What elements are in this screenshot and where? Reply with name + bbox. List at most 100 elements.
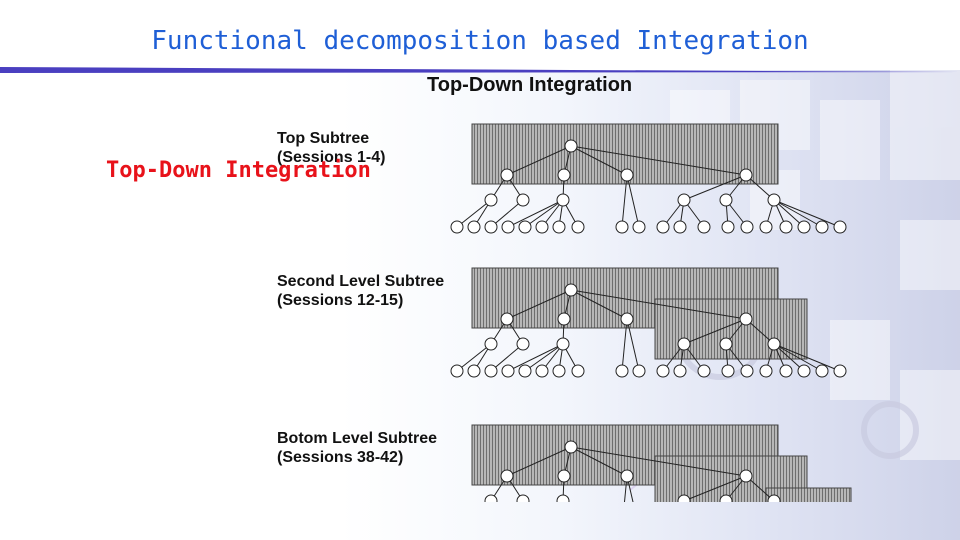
tree-node <box>535 364 549 378</box>
tree-node <box>518 364 532 378</box>
tree-node <box>557 312 571 326</box>
tree-node <box>500 168 514 182</box>
tree-node <box>572 522 584 534</box>
overlay-heading: Top-Down Integration <box>106 158 371 183</box>
tree-node <box>797 220 811 234</box>
tree-node <box>780 522 792 534</box>
tree-node <box>620 168 634 182</box>
tree-node <box>516 494 530 502</box>
tree-node <box>833 220 847 234</box>
panel-1-label-line2: (Sessions 1-4) <box>277 149 386 166</box>
panel-2-tree <box>450 267 847 378</box>
edge <box>683 500 685 502</box>
panel-3-label-line2: (Sessions 38-42) <box>277 449 404 466</box>
edge <box>507 199 564 228</box>
edge <box>683 174 747 201</box>
tree-node <box>556 193 570 207</box>
highlight-box <box>654 298 808 360</box>
edge <box>570 145 628 176</box>
tree-node <box>553 522 565 534</box>
tree-node <box>657 522 669 534</box>
edge <box>524 199 564 228</box>
tree-node <box>632 220 646 234</box>
tree-node <box>767 193 781 207</box>
tree-node <box>516 337 530 351</box>
panel-3-label-line1: Botom Level Subtree <box>277 430 438 447</box>
edge <box>773 500 776 502</box>
tree-node <box>697 220 711 234</box>
tree-node <box>760 522 772 534</box>
panel-1-label-line1: Top Subtree <box>277 130 370 147</box>
tree-node <box>615 220 629 234</box>
tree-node <box>484 193 498 207</box>
tree-node <box>721 220 735 234</box>
tree-node <box>500 312 514 326</box>
edge <box>570 289 747 320</box>
tree-node <box>767 494 781 502</box>
tree-node <box>484 337 498 351</box>
tree-node <box>484 494 498 502</box>
tree-node <box>815 364 829 378</box>
tree-node <box>673 364 687 378</box>
edge <box>488 500 492 502</box>
edge <box>725 500 727 502</box>
tree-node <box>798 522 810 534</box>
edge <box>626 318 640 372</box>
tree-node <box>740 220 754 234</box>
edge <box>570 446 628 477</box>
tree-node <box>677 193 691 207</box>
figure-title: Top-Down Integration <box>427 74 633 96</box>
edge <box>626 475 634 502</box>
tree-node <box>833 364 847 378</box>
edge <box>489 500 492 502</box>
tree-node <box>564 139 578 153</box>
tree-node <box>556 337 570 351</box>
tree-node <box>557 168 571 182</box>
tree-node <box>502 522 514 534</box>
edge <box>562 500 565 502</box>
edge <box>562 500 564 502</box>
tree-node <box>779 364 793 378</box>
tree-node <box>557 469 571 483</box>
panel-2-label-line1: Second Level Subtree <box>277 273 445 290</box>
tree-node <box>697 364 711 378</box>
tree-node <box>451 522 463 534</box>
tree-node <box>632 364 646 378</box>
tree-node <box>816 522 828 534</box>
tree-node <box>518 220 532 234</box>
tree-node <box>564 283 578 297</box>
tree-node <box>564 440 578 454</box>
edge <box>623 475 628 502</box>
tree-node <box>741 522 753 534</box>
tree-node <box>767 337 781 351</box>
tree-node <box>815 220 829 234</box>
panel-3-tree <box>451 424 852 534</box>
slide-title: Functional decomposition based Integrati… <box>151 26 809 56</box>
tree-node <box>739 469 753 483</box>
panel-1-tree <box>450 123 847 234</box>
tree-node <box>552 364 566 378</box>
edge <box>773 199 805 228</box>
tree-node <box>633 522 645 534</box>
edge <box>683 318 747 345</box>
tree-node <box>739 312 753 326</box>
tree-node <box>719 193 733 207</box>
tree-node <box>797 364 811 378</box>
panel-2-label: Second Level Subtree (Sessions 12-15) <box>277 272 444 310</box>
tree-node <box>759 364 773 378</box>
edge <box>773 343 841 372</box>
edge <box>773 500 775 502</box>
tree-node <box>620 312 634 326</box>
tree-node <box>616 522 628 534</box>
edge <box>683 475 747 502</box>
tree-node <box>698 522 710 534</box>
tree-node <box>677 337 691 351</box>
tree-node <box>834 522 846 534</box>
edge <box>559 500 564 502</box>
tree-node <box>674 522 686 534</box>
tree-node <box>467 364 481 378</box>
tree-node <box>779 220 793 234</box>
tree-node <box>740 364 754 378</box>
tree-node <box>467 220 481 234</box>
